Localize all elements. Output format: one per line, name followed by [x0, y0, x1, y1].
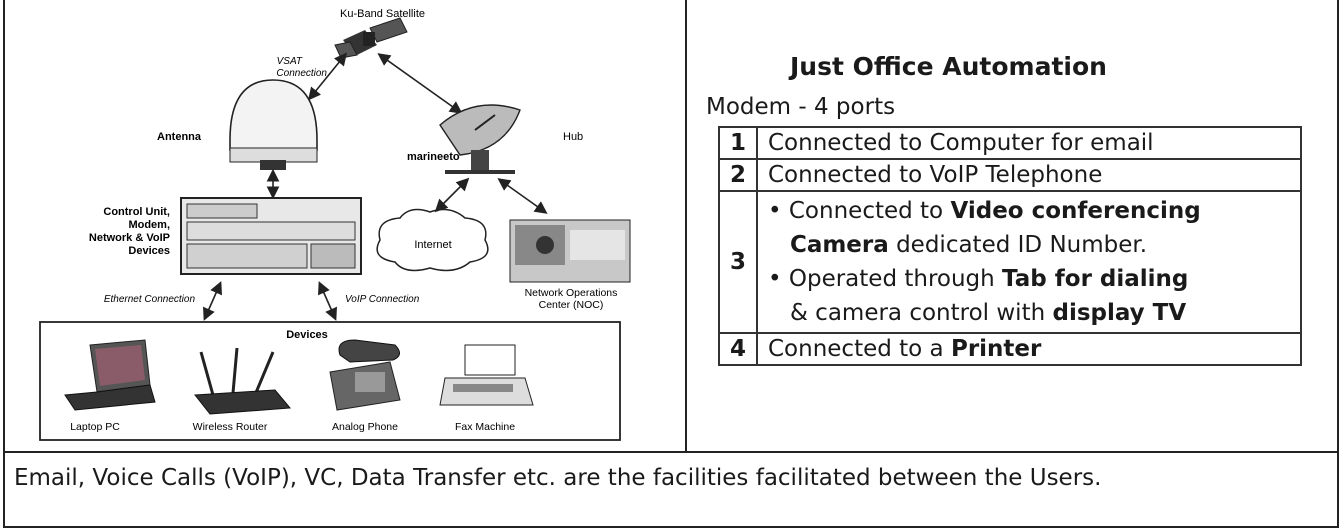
- modem-ports-table: 1 Connected to Computer for email 2 Conn…: [718, 126, 1302, 366]
- control-unit-label-1: Control Unit,: [103, 206, 170, 218]
- control-unit-label-3: Network & VoIP: [89, 232, 170, 244]
- bullet-text: • Operated through: [768, 266, 1003, 292]
- bullet-text: & camera control with: [789, 300, 1053, 326]
- port-description: Connected to a Printer: [756, 332, 1302, 366]
- port-bold-text: Printer: [950, 336, 1042, 362]
- marinee-label: marineeto: [407, 151, 460, 163]
- phone-icon: [329, 339, 401, 411]
- phone-label: Analog Phone: [332, 421, 398, 433]
- port-number: 3: [718, 190, 758, 334]
- control-unit-label-2: Modem,: [128, 219, 170, 231]
- bullet-text: • Connected to: [768, 198, 951, 224]
- port-text: Connected to a: [768, 336, 951, 362]
- row-divider: [5, 451, 1337, 453]
- document-frame: [3, 0, 1339, 528]
- ethernet-label: Ethernet Connection: [104, 294, 196, 305]
- satellite-label: Ku-Band Satellite: [340, 8, 425, 20]
- noc-photo: [509, 219, 631, 283]
- bullet-bold-text: display TV: [1052, 300, 1187, 326]
- voip-label: VoIP Connection: [345, 294, 420, 305]
- vsat-label-line2: Connection: [276, 68, 327, 79]
- port-number: 4: [718, 332, 758, 366]
- bullet-text: dedicated ID Number.: [888, 232, 1148, 258]
- port-description: Connected to VoIP Telephone: [756, 158, 1302, 192]
- modem-heading: Modem - 4 ports: [706, 94, 896, 120]
- control-unit-icon: [180, 197, 362, 275]
- bullet-bold-text: Tab for dialing: [1002, 266, 1189, 292]
- fax-label: Fax Machine: [455, 421, 515, 433]
- table-row: 4 Connected to a Printer: [718, 332, 1302, 366]
- noc-label-1: Network Operations: [525, 287, 618, 299]
- bullet-item: • Operated through Tab for dialing: [768, 262, 1290, 296]
- port-description: Connected to Computer for email: [756, 126, 1302, 160]
- control-unit-label-4: Devices: [128, 245, 170, 257]
- bullet-bold-text: Camera: [789, 232, 889, 258]
- port-number: 1: [718, 126, 758, 160]
- facilities-note: Email, Voice Calls (VoIP), VC, Data Tran…: [14, 465, 1102, 491]
- port-number: 2: [718, 158, 758, 192]
- bullet-continuation: Camera dedicated ID Number.: [768, 228, 1290, 262]
- vsat-label-line1: VSAT: [277, 56, 303, 67]
- router-label: Wireless Router: [193, 421, 268, 433]
- vsat-network-diagram: Ku-Band Satellite VSAT Connection Antenn…: [39, 8, 631, 441]
- devices-box: [39, 321, 621, 441]
- satellite-icon: [334, 17, 408, 59]
- bullet-item: • Connected to Video conferencing: [768, 194, 1290, 228]
- panel-title: Just Office Automation: [790, 52, 1107, 81]
- laptop-icon: [64, 339, 156, 411]
- devices-label: Devices: [286, 329, 328, 341]
- bullet-continuation: & camera control with display TV: [768, 296, 1290, 330]
- internet-cloud-icon: [376, 208, 489, 272]
- table-row: 3 • Connected to Video conferencing Came…: [718, 190, 1302, 334]
- laptop-label: Laptop PC: [70, 421, 120, 433]
- internet-label: Internet: [414, 239, 451, 251]
- noc-label-2: Center (NOC): [539, 299, 604, 311]
- column-divider: [685, 0, 687, 452]
- hub-dish-icon: [439, 104, 521, 174]
- table-row: 1 Connected to Computer for email: [718, 126, 1302, 160]
- router-icon: [194, 347, 292, 415]
- antenna-icon: [229, 79, 318, 170]
- hub-label: Hub: [563, 131, 583, 143]
- bullet-bold-text: Video conferencing: [950, 198, 1201, 224]
- table-row: 2 Connected to VoIP Telephone: [718, 158, 1302, 192]
- fax-machine-icon: [439, 344, 534, 406]
- antenna-label: Antenna: [157, 131, 202, 143]
- port-description: • Connected to Video conferencing Camera…: [756, 190, 1302, 334]
